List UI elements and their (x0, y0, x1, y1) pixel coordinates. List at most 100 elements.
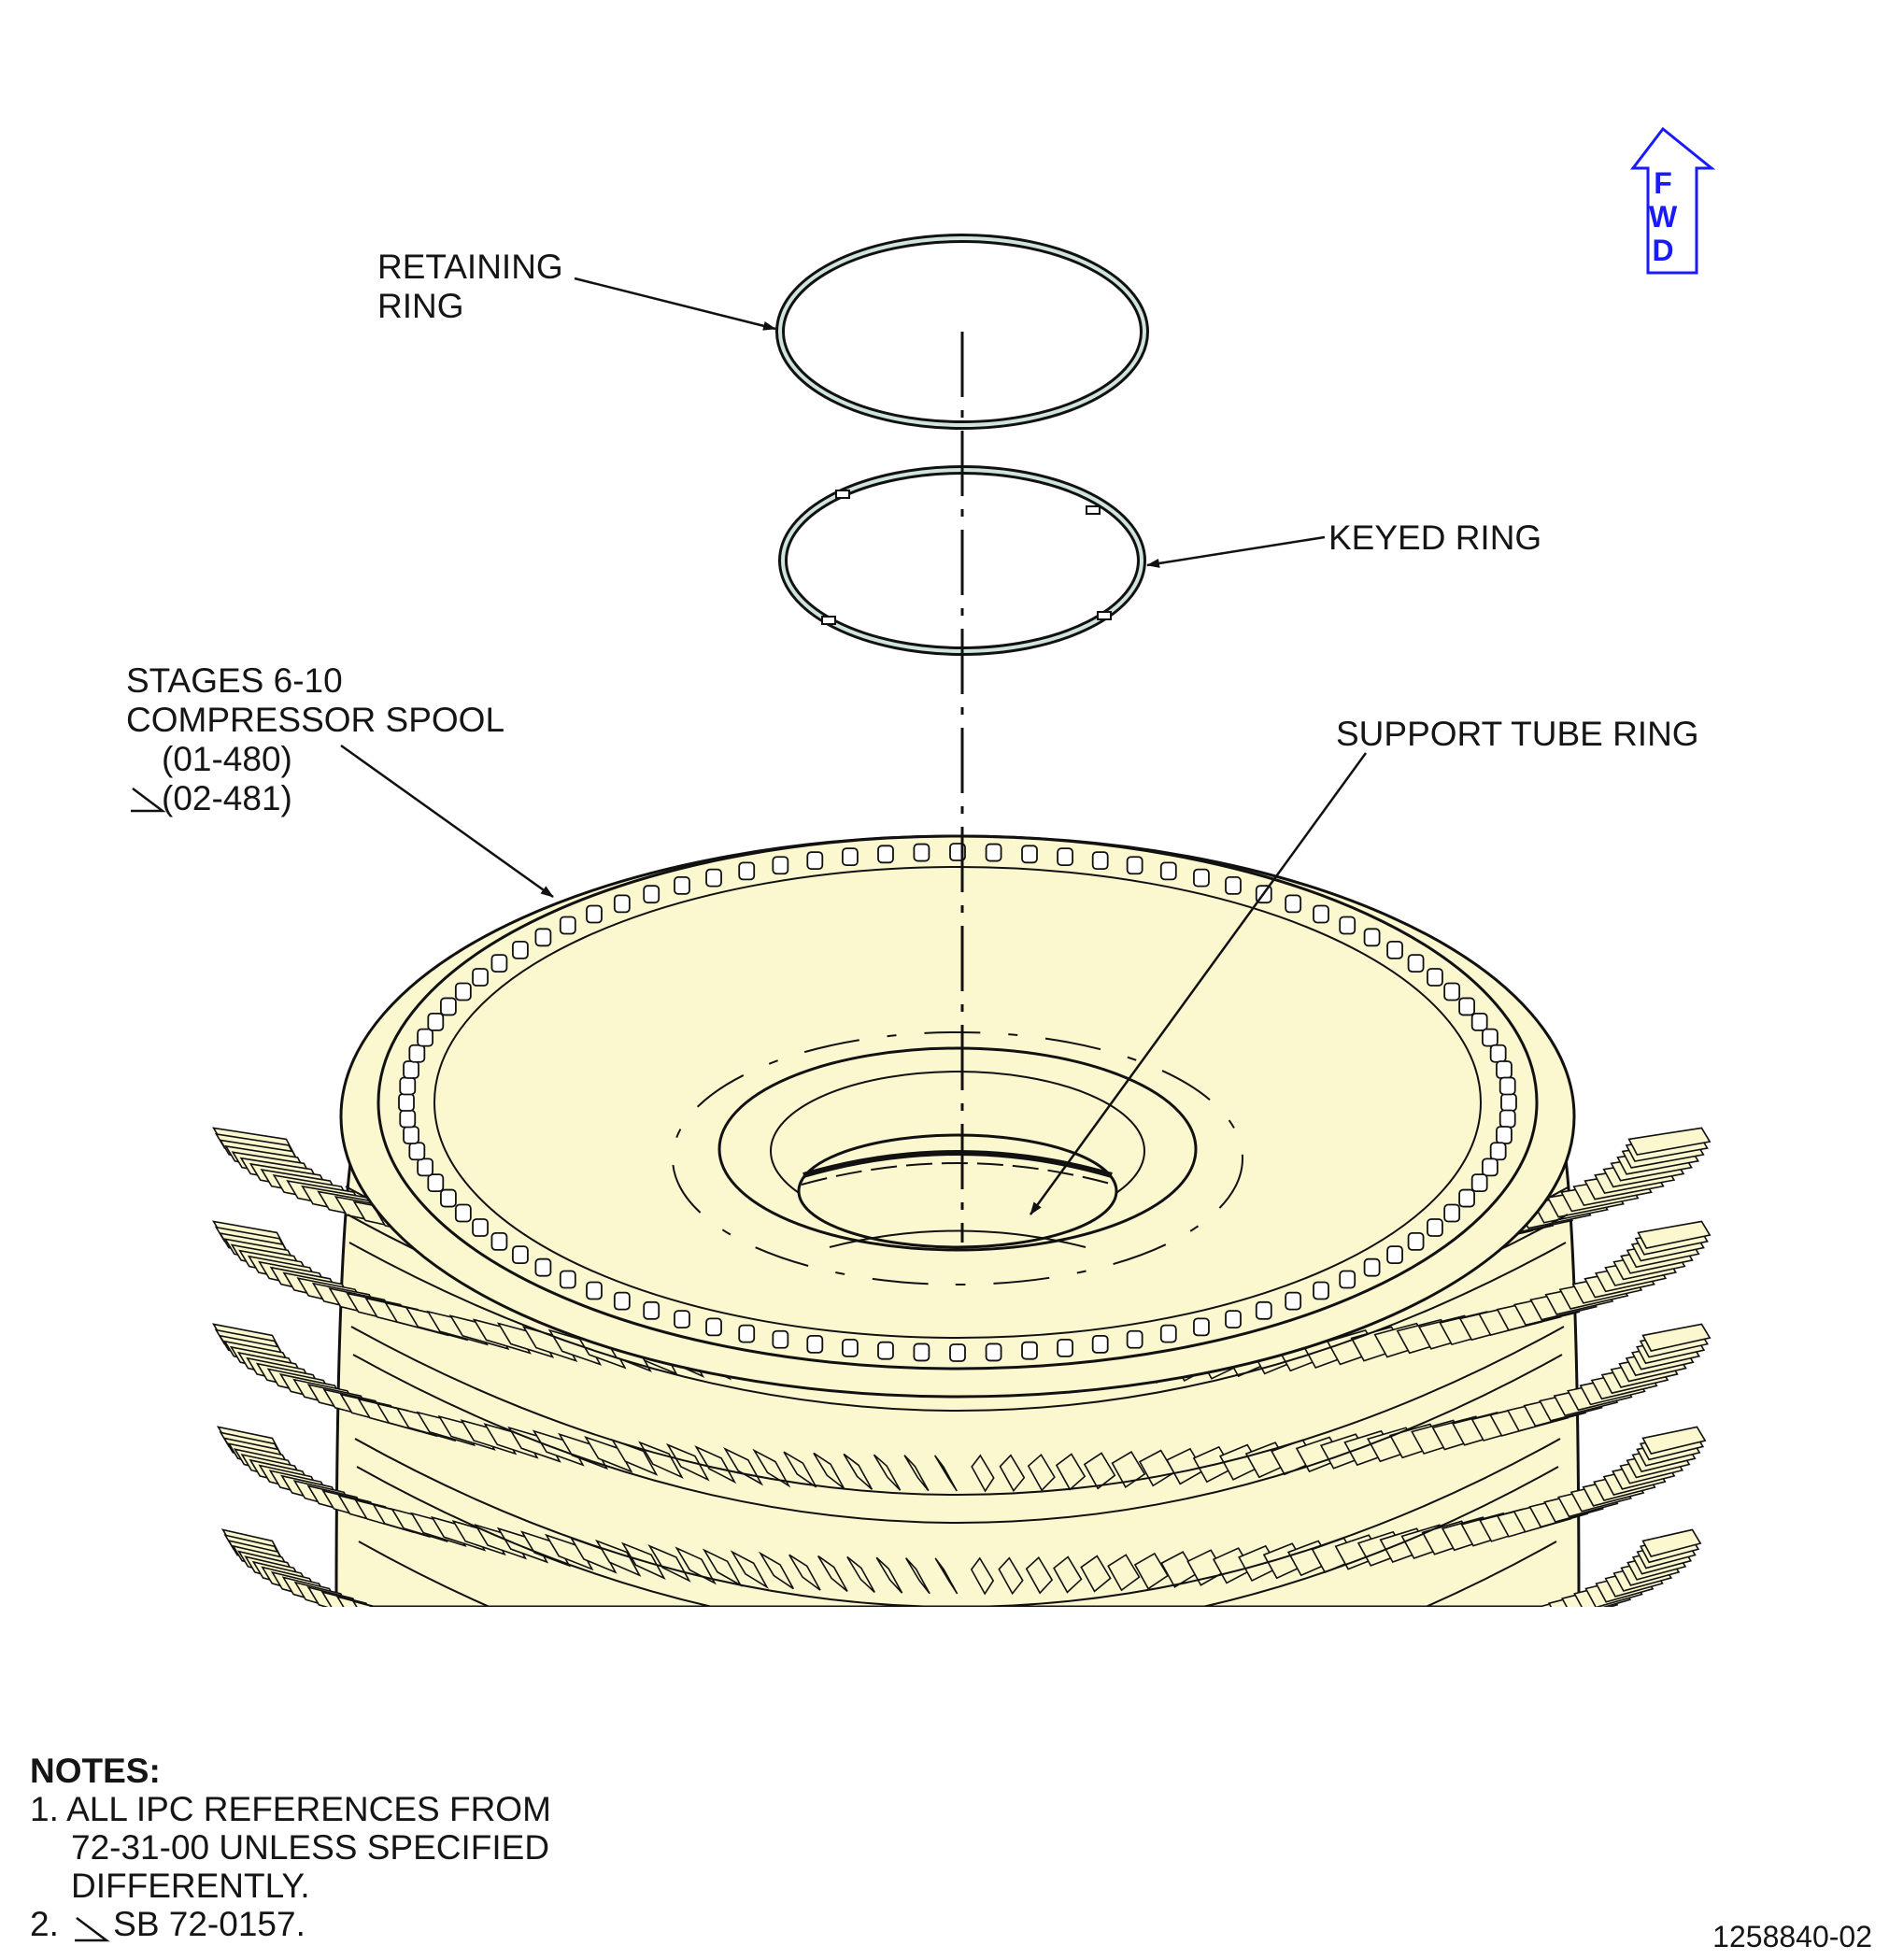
bolt-slot-ring (398, 843, 1517, 1362)
blade (511, 1633, 556, 1667)
bolt-slot (1386, 940, 1403, 959)
bolt-slot (559, 1270, 576, 1289)
bolt-slot (1407, 954, 1425, 973)
note-text: DIFFERENTLY. (71, 1867, 310, 1905)
bolt-slot (1489, 1044, 1507, 1063)
bolt-slot (613, 1291, 631, 1311)
blade (1027, 1453, 1056, 1492)
blade (712, 1654, 746, 1688)
bolt-slot (417, 1028, 434, 1047)
label-line: KEYED RING (1328, 518, 1542, 557)
blade (1257, 1647, 1295, 1682)
bolt-slot (1285, 1291, 1302, 1311)
leader-keyed-ring (1146, 535, 1326, 568)
note-text: ALL IPC REFERENCES FROM (66, 1790, 551, 1828)
hub-bore (797, 1133, 1118, 1249)
leader-retaining-ring (574, 277, 776, 331)
bolt-slot (705, 868, 722, 888)
blade (1637, 1220, 1711, 1249)
blade (406, 1614, 457, 1647)
bolt-slot (586, 904, 603, 924)
blade (903, 1455, 930, 1492)
blade (936, 1661, 958, 1697)
blade (1641, 1323, 1711, 1352)
bolt-slot (1498, 1076, 1516, 1096)
bolt-slot (806, 1334, 824, 1354)
bolt-slot (1193, 1317, 1210, 1337)
blade (1051, 1660, 1077, 1696)
blade (351, 1599, 377, 1607)
blade (659, 1649, 696, 1683)
bolt-slot (1126, 856, 1143, 875)
blade (933, 1455, 958, 1492)
bolt-slot (417, 1158, 434, 1177)
bolt-slot (454, 982, 472, 1001)
blade (875, 1556, 903, 1594)
bolt-slot (1285, 894, 1302, 914)
blade (1392, 1629, 1439, 1663)
bolt-slot (1500, 1093, 1517, 1112)
bolt-slot (1443, 982, 1461, 1001)
blade (583, 1642, 624, 1677)
bolt-slot (985, 843, 1002, 862)
bolt-slot (1339, 916, 1356, 935)
bolt-slot (1255, 1300, 1272, 1320)
blade (822, 1659, 850, 1695)
leader-support-tube-ring (1029, 752, 1368, 1215)
bolt-slot (913, 843, 930, 862)
blade (1157, 1655, 1189, 1691)
blade (702, 1548, 743, 1587)
blade-rows (211, 1127, 1711, 1697)
bolt-slot (1458, 1188, 1475, 1208)
bolt-slot (1091, 1334, 1109, 1354)
leader-spool (340, 744, 554, 899)
drum-band (350, 1326, 1565, 1496)
notes-block: NOTES: 1. ALL IPC REFERENCES FROM 72-31-… (30, 1752, 551, 1943)
blade (1080, 1555, 1112, 1593)
blade (1432, 1622, 1481, 1655)
blade (368, 1604, 377, 1607)
blade (998, 1556, 1024, 1596)
bolt-slot (1313, 904, 1329, 924)
bolt-slot (1225, 1310, 1242, 1328)
blade (584, 1435, 633, 1473)
blade (1182, 1654, 1216, 1688)
bolt-slot (427, 1173, 445, 1193)
bolt-slot (643, 1300, 660, 1320)
bolt-slot (490, 1231, 508, 1251)
bolt-slot (1481, 1158, 1498, 1177)
bolt-slot (1443, 1203, 1461, 1223)
retaining-ring-part (775, 234, 1149, 430)
bolt-slot (1481, 1028, 1498, 1047)
blade (1470, 1614, 1520, 1647)
blade (1627, 1127, 1711, 1156)
blade (1641, 1426, 1707, 1455)
blade (685, 1652, 720, 1686)
blade (850, 1660, 876, 1696)
blade (752, 1448, 791, 1488)
fwd-label: F W D (1649, 166, 1677, 267)
blade (843, 1453, 873, 1490)
drum-band (348, 1242, 1567, 1412)
sb-flag-icon (131, 788, 166, 813)
blade (788, 1554, 821, 1591)
bolt-slot (398, 1093, 415, 1112)
label-compressor-spool: STAGES 6-10 COMPRESSOR SPOOL (01-480) (0… (126, 661, 504, 818)
blade (1281, 1644, 1321, 1679)
blade (447, 1622, 495, 1655)
blade (607, 1644, 647, 1679)
bolt-slot (877, 1341, 894, 1360)
drum-band (356, 1466, 1559, 1607)
fwd-arrow-icon (1629, 126, 1716, 275)
blade (767, 1656, 799, 1692)
label-keyed-ring: KEYED RING (1328, 518, 1541, 558)
bolt-slot (534, 928, 552, 947)
blade (1487, 1610, 1539, 1641)
blade (426, 1618, 476, 1651)
bolt-slot (440, 1188, 457, 1208)
blade (1104, 1658, 1134, 1694)
blade (1349, 1636, 1393, 1669)
note-text: SB 72-0157. (113, 1905, 305, 1943)
blade (1641, 1528, 1702, 1557)
bolt-slot (490, 954, 508, 973)
